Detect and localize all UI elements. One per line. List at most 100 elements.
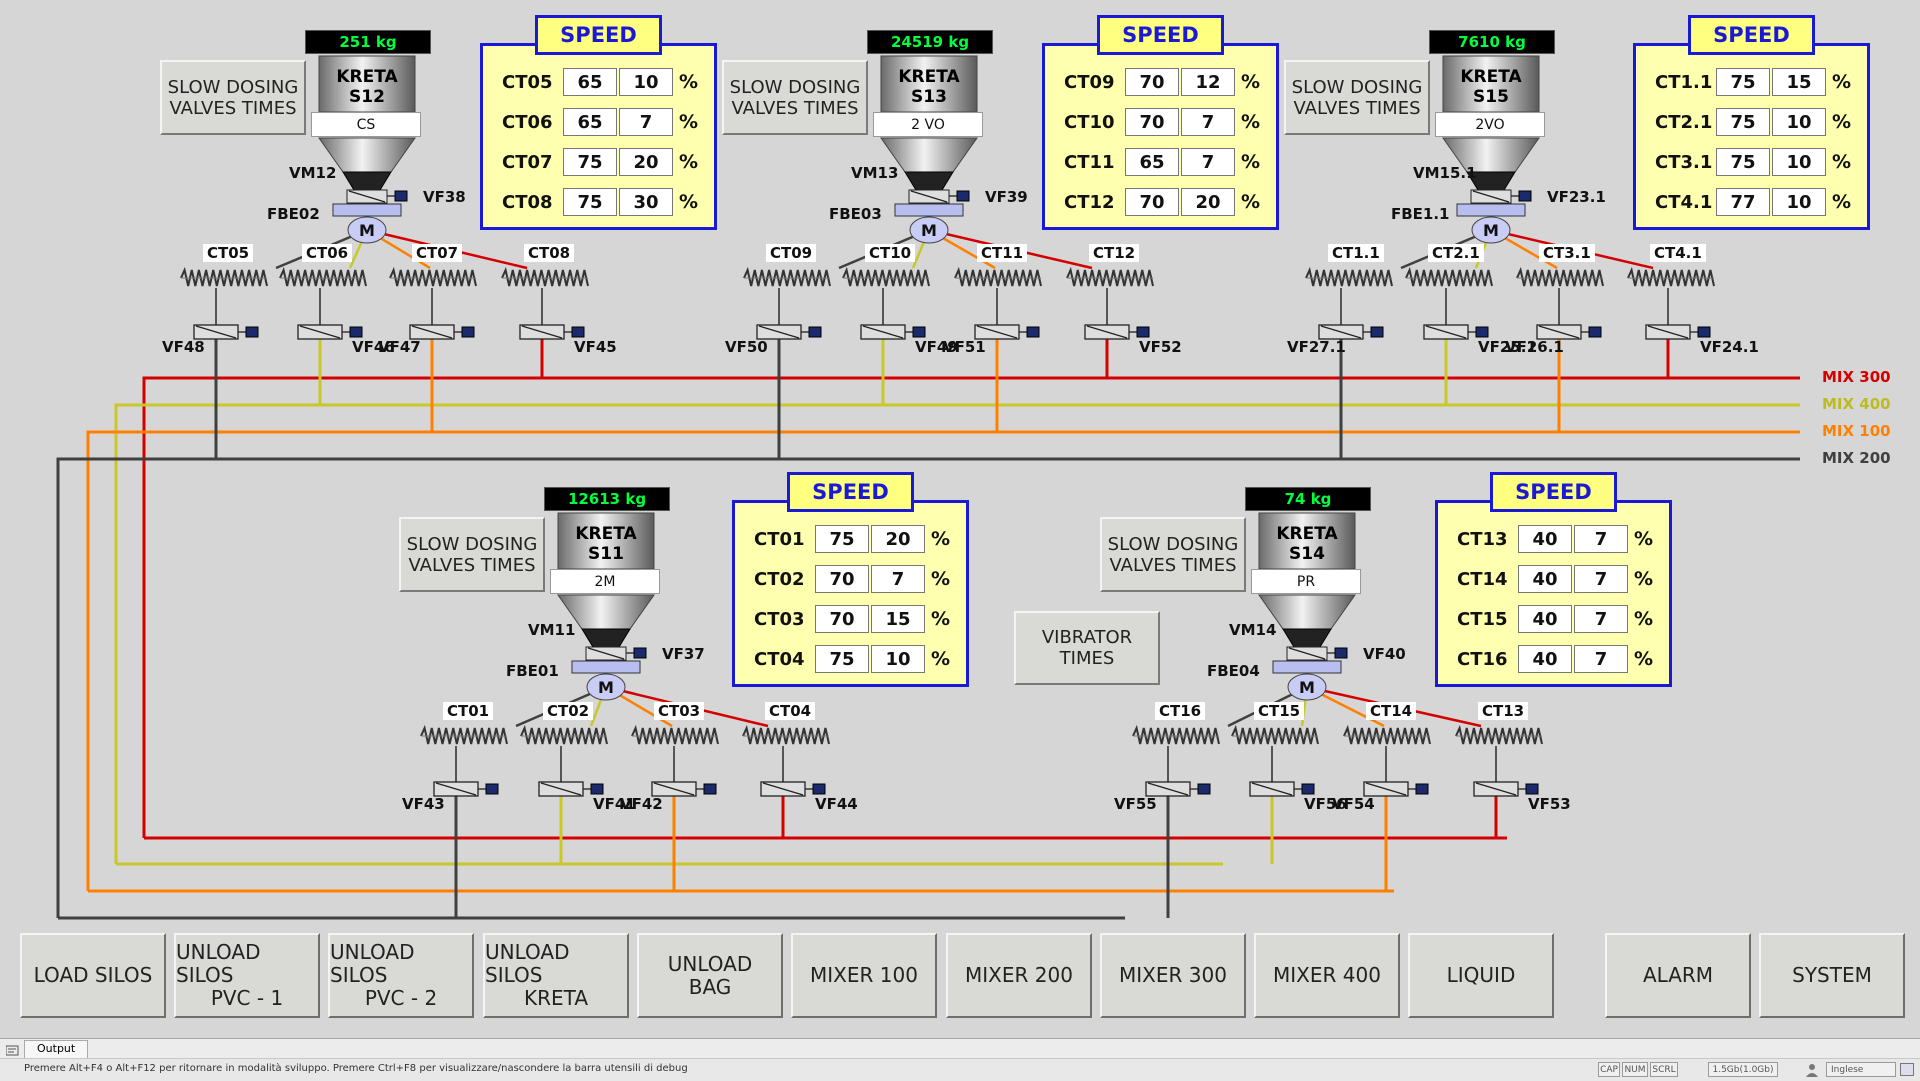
feeder-ct-label: CT14 bbox=[1366, 702, 1417, 720]
speed-time-field[interactable]: 10 bbox=[1772, 148, 1826, 176]
silo-type-label: KRETA bbox=[1276, 524, 1338, 544]
speed-time-field[interactable]: 7 bbox=[1574, 605, 1628, 633]
percent-sign: % bbox=[1241, 191, 1261, 213]
speed-value-field[interactable]: 70 bbox=[815, 605, 869, 633]
speed-time-field[interactable]: 15 bbox=[1772, 68, 1826, 96]
speed-value-field[interactable]: 75 bbox=[1716, 68, 1770, 96]
feeder-ct-label: CT08 bbox=[524, 244, 575, 262]
percent-sign: % bbox=[931, 608, 951, 630]
speed-value-field[interactable]: 75 bbox=[563, 188, 617, 216]
speed-row-ct-label: CT06 bbox=[502, 112, 553, 133]
liquid-button[interactable]: LIQUID bbox=[1408, 933, 1554, 1018]
speed-value-field[interactable]: 75 bbox=[563, 148, 617, 176]
speed-value-field[interactable]: 70 bbox=[1125, 68, 1179, 96]
speed-value-field[interactable]: 77 bbox=[1716, 188, 1770, 216]
speed-time-field[interactable]: 7 bbox=[1574, 645, 1628, 673]
status-message: Premere Alt+F4 o Alt+F12 per ritornare i… bbox=[24, 1063, 688, 1074]
material-field[interactable]: 2 VO bbox=[873, 112, 983, 137]
mixer-300-button[interactable]: MIXER 300 bbox=[1100, 933, 1246, 1018]
speed-value-field[interactable]: 75 bbox=[1716, 108, 1770, 136]
speed-value-field[interactable]: 40 bbox=[1518, 605, 1572, 633]
speed-value-field[interactable]: 40 bbox=[1518, 565, 1572, 593]
vibrator-times-button[interactable]: VIBRATOR TIMES bbox=[1014, 611, 1160, 685]
vm-valve-label: VM14 bbox=[1229, 621, 1277, 639]
speed-time-field[interactable]: 7 bbox=[1181, 108, 1235, 136]
output-tab[interactable]: Output bbox=[24, 1040, 89, 1059]
speed-value-field[interactable]: 75 bbox=[1716, 148, 1770, 176]
speed-time-field[interactable]: 10 bbox=[871, 645, 925, 673]
speed-row-ct-label: CT15 bbox=[1457, 609, 1508, 630]
alarm-button[interactable]: ALARM bbox=[1605, 933, 1751, 1018]
feeder-vf-valve-label: VF45 bbox=[574, 338, 617, 356]
silo-id-label: S12 bbox=[349, 87, 385, 107]
mix-label: MIX 200 bbox=[1822, 449, 1891, 467]
feeder-ct-label: CT16 bbox=[1155, 702, 1206, 720]
slow-dosing-line2: VALVES TIMES bbox=[1293, 97, 1421, 119]
speed-time-field[interactable]: 12 bbox=[1181, 68, 1235, 96]
speed-time-field[interactable]: 10 bbox=[619, 68, 673, 96]
feeder-ct-label: CT15 bbox=[1254, 702, 1305, 720]
fbe-label: FBE03 bbox=[829, 205, 882, 223]
language-indicator[interactable]: Inglese bbox=[1826, 1062, 1896, 1077]
speed-value-field[interactable]: 65 bbox=[1125, 148, 1179, 176]
speed-time-field[interactable]: 10 bbox=[1772, 108, 1826, 136]
speed-time-field[interactable]: 30 bbox=[619, 188, 673, 216]
speed-row-ct-label: CT4.1 bbox=[1655, 192, 1713, 213]
slow-dosing-line1: SLOW DOSING bbox=[167, 76, 299, 98]
nav-button-label: ALARM bbox=[1642, 963, 1714, 987]
window-icon[interactable] bbox=[1900, 1063, 1914, 1076]
speed-value-field[interactable]: 70 bbox=[815, 565, 869, 593]
speed-time-field[interactable]: 7 bbox=[871, 565, 925, 593]
speed-value-field[interactable]: 70 bbox=[1125, 108, 1179, 136]
mixer-200-button[interactable]: MIXER 200 bbox=[946, 933, 1092, 1018]
nav-button-label: LOAD SILOS bbox=[33, 963, 153, 987]
material-field[interactable]: 2VO bbox=[1435, 112, 1545, 137]
vf-main-valve-label: VF38 bbox=[423, 188, 466, 206]
feeder-ct-label: CT11 bbox=[977, 244, 1028, 262]
silo-type-label: KRETA bbox=[575, 524, 637, 544]
system-button[interactable]: SYSTEM bbox=[1759, 933, 1905, 1018]
mixer-400-button[interactable]: MIXER 400 bbox=[1254, 933, 1400, 1018]
speed-value-field[interactable]: 75 bbox=[815, 645, 869, 673]
feeder-vf-valve-label: VF51 bbox=[943, 338, 986, 356]
mixer-100-button[interactable]: MIXER 100 bbox=[791, 933, 937, 1018]
speed-value-field[interactable]: 70 bbox=[1125, 188, 1179, 216]
material-field[interactable]: PR bbox=[1251, 569, 1361, 594]
speed-time-field[interactable]: 15 bbox=[871, 605, 925, 633]
feeder-vf-valve-label: VF48 bbox=[162, 338, 205, 356]
speed-time-field[interactable]: 10 bbox=[1772, 188, 1826, 216]
speed-time-field[interactable]: 7 bbox=[1181, 148, 1235, 176]
speed-time-field[interactable]: 7 bbox=[619, 108, 673, 136]
nav-button-label: BAG bbox=[688, 974, 732, 999]
speed-value-field[interactable]: 75 bbox=[815, 525, 869, 553]
vm-valve-label: VM15.1 bbox=[1413, 164, 1477, 182]
fbe-label: FBE02 bbox=[267, 205, 320, 223]
material-field[interactable]: 2M bbox=[550, 569, 660, 594]
output-icon[interactable] bbox=[5, 1042, 20, 1056]
speed-time-field[interactable]: 7 bbox=[1574, 565, 1628, 593]
speed-row-ct-label: CT08 bbox=[502, 192, 553, 213]
speed-time-field[interactable]: 20 bbox=[619, 148, 673, 176]
speed-time-field[interactable]: 20 bbox=[871, 525, 925, 553]
material-field[interactable]: CS bbox=[311, 112, 421, 137]
speed-time-field[interactable]: 20 bbox=[1181, 188, 1235, 216]
speed-value-field[interactable]: 65 bbox=[563, 108, 617, 136]
speed-value-field[interactable]: 65 bbox=[563, 68, 617, 96]
speed-value-field[interactable]: 40 bbox=[1518, 645, 1572, 673]
load-silos-button[interactable]: LOAD SILOS bbox=[20, 933, 166, 1018]
speed-value-field[interactable]: 40 bbox=[1518, 525, 1572, 553]
speed-time-field[interactable]: 7 bbox=[1574, 525, 1628, 553]
